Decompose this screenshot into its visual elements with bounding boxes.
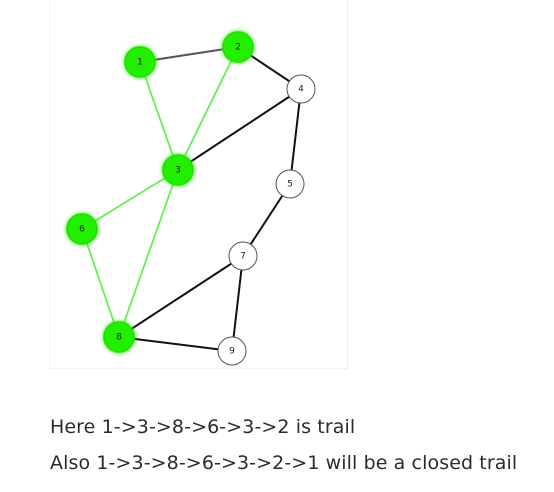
- node-7: 7: [228, 241, 258, 271]
- node-label-8: 8: [116, 333, 122, 343]
- node-label-2: 2: [235, 43, 241, 53]
- edge-6-8: [81, 228, 120, 338]
- node-label-6: 6: [79, 225, 85, 235]
- edge-3-4: [177, 88, 302, 171]
- node-circle-1: [124, 46, 156, 78]
- edge-8-9: [118, 336, 233, 352]
- graph-diagram: 1 2 3 4 5 6 7 8 9: [66, 31, 316, 366]
- node-label-3: 3: [175, 166, 181, 176]
- node-circle-6: [66, 213, 98, 245]
- edge-2-3: [177, 46, 239, 171]
- edge-1-2: [139, 46, 239, 63]
- node-label-5: 5: [287, 180, 293, 190]
- node-label-1: 1: [137, 58, 143, 68]
- node-6: 6: [66, 213, 98, 245]
- node-circle-3: [162, 154, 194, 186]
- node-circle-4: [286, 74, 316, 104]
- edge-7-8: [118, 255, 244, 338]
- node-1: 1: [124, 46, 156, 78]
- node-label-9: 9: [229, 347, 235, 357]
- edge-1-3: [139, 61, 179, 171]
- graph-panel: 1 2 3 4 5 6 7 8 9: [50, 0, 347, 368]
- node-9: 9: [217, 336, 247, 366]
- nodes-layer: 1 2 3 4 5 6 7 8 9: [66, 31, 316, 366]
- node-circle-7: [228, 241, 258, 271]
- node-label-7: 7: [240, 252, 246, 262]
- trail-description: Here 1->3->8->6->3->2 is trail: [50, 416, 356, 438]
- edges-layer: [81, 46, 302, 352]
- node-3: 3: [162, 154, 194, 186]
- edge-3-8: [118, 169, 179, 338]
- node-label-4: 4: [298, 85, 304, 95]
- node-circle-2: [222, 31, 254, 63]
- node-2: 2: [222, 31, 254, 63]
- edge-4-5: [289, 88, 302, 185]
- edge-3-6: [81, 169, 179, 230]
- node-4: 4: [286, 74, 316, 104]
- closed-trail-description: Also 1->3->8->6->3->2->1 will be a close…: [50, 452, 518, 474]
- node-circle-8: [103, 321, 135, 353]
- edge-7-9: [231, 255, 244, 352]
- node-circle-9: [217, 336, 247, 366]
- node-5: 5: [275, 169, 305, 199]
- node-circle-5: [275, 169, 305, 199]
- node-8: 8: [103, 321, 135, 353]
